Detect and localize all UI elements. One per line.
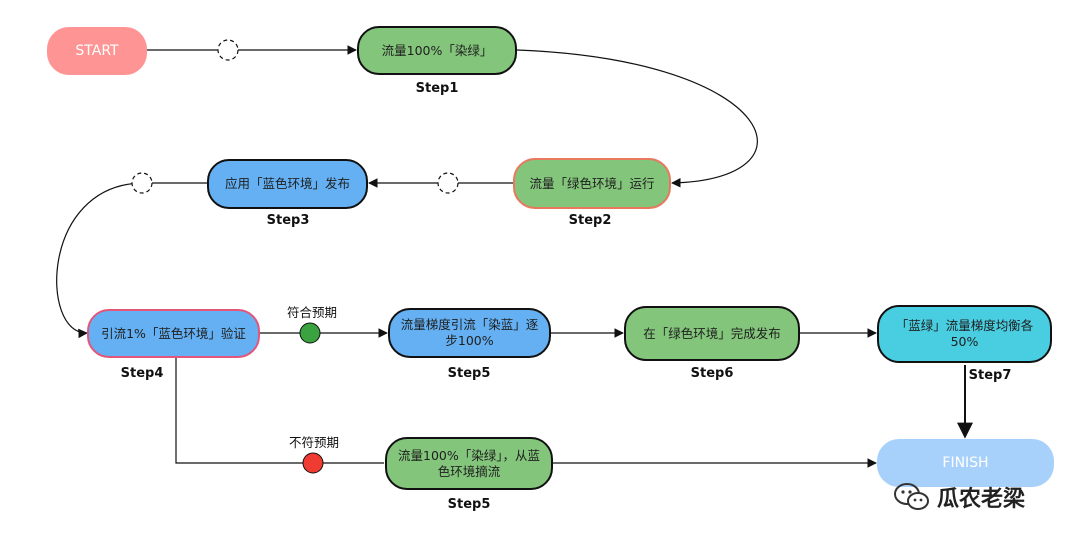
watermark-text: 瓜农老梁 [937,487,1026,512]
fail-condition-label: 不符预期 [288,435,340,450]
step5a-node: 流量梯度引流「染蓝」逐步100% [388,308,551,358]
finish-node: FINISH [877,439,1054,487]
step6-node: 在「绿色环境」完成发布 [624,306,800,361]
step6-label: Step6 [690,366,734,381]
step2-label: Step2 [568,213,612,228]
step2-node: 流量「绿色环境」运行 [513,158,671,209]
step5b-node: 流量100%「染绿」，从蓝色环境摘流 [385,437,553,490]
edge-junction [131,172,153,194]
step3-label: Step3 [266,213,310,228]
edge-junction [437,172,459,194]
step7-label: Step7 [968,368,1012,383]
step4-label: Step4 [120,366,164,381]
step1-node: 流量100%「染绿」 [357,26,517,75]
wechat-icon [894,483,929,510]
fail-indicator [302,452,324,474]
step5a-label: Step5 [447,366,491,381]
edge-step3-step4 [56,182,207,339]
pass-indicator [299,322,321,344]
step7-node: 「蓝绿」流量梯度均衡各50% [877,305,1052,363]
pass-condition-label: 符合预期 [286,305,338,320]
edge-step1-step2 [516,49,758,188]
edge-junction [217,39,239,61]
step1-label: Step1 [415,81,459,96]
step3-node: 应用「蓝色环境」发布 [207,159,368,209]
watermark: 瓜农老梁 [893,480,1025,514]
start-node: START [47,27,147,75]
edge-step4-fail [175,357,384,464]
step4-node: 引流1%「蓝色环境」验证 [87,309,260,358]
step5b-label: Step5 [447,497,491,512]
